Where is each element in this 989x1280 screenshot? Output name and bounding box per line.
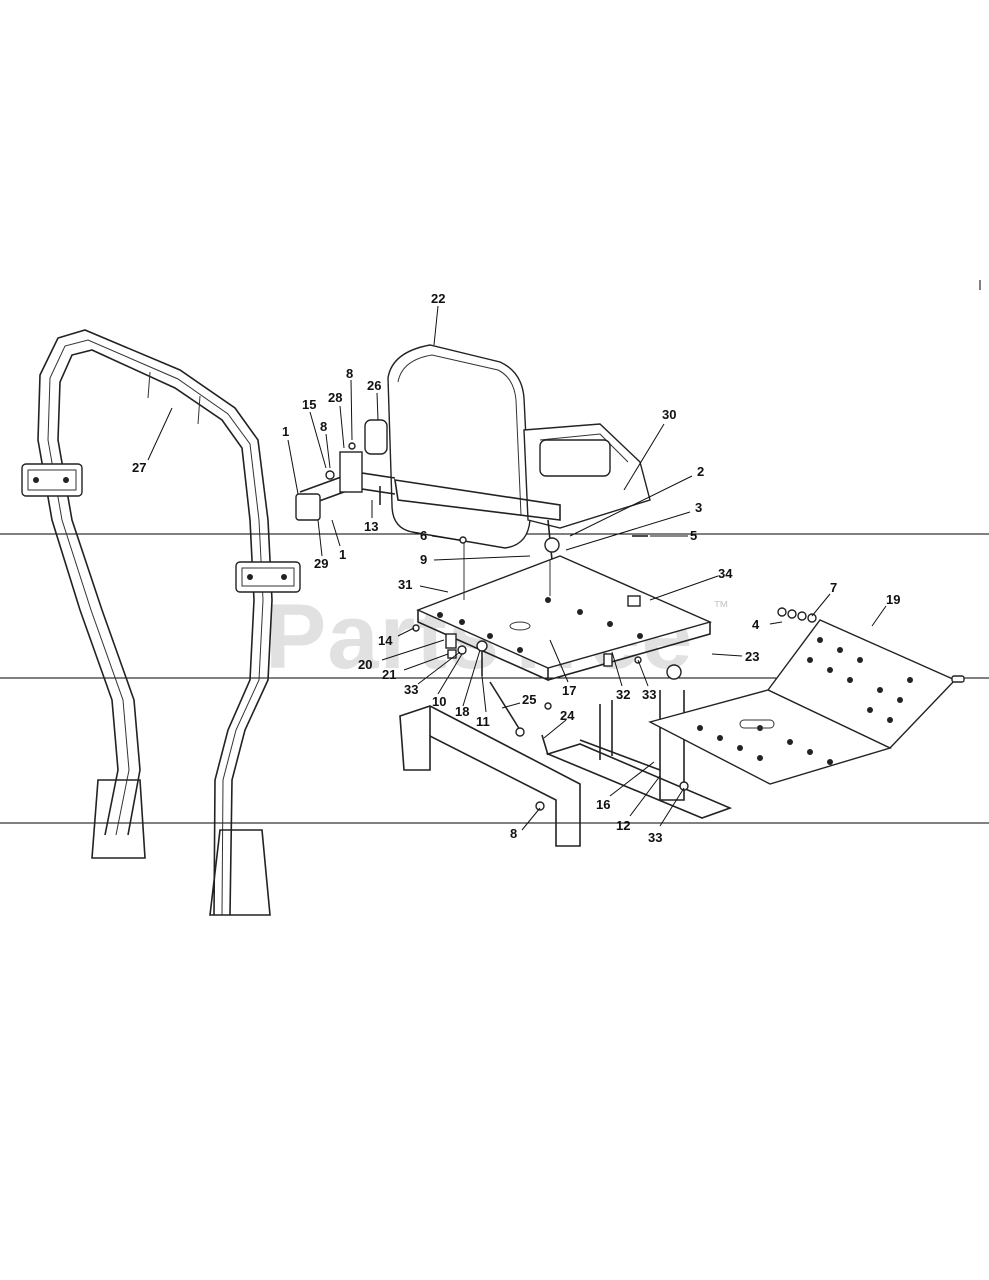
callout-16: 16 — [596, 797, 610, 812]
callout-labels: 22 8 28 26 15 8 1 30 27 2 3 13 29 1 6 5 … — [132, 291, 900, 845]
callout-34: 34 — [718, 566, 733, 581]
callout-10: 10 — [432, 694, 446, 709]
callout-8: 8 — [510, 826, 517, 841]
callout-13: 13 — [364, 519, 378, 534]
watermark-trademark: ™ — [713, 599, 729, 616]
callout-30: 30 — [662, 407, 676, 422]
callout-24: 24 — [560, 708, 575, 723]
callout-33: 33 — [642, 687, 656, 702]
callout-1: 1 — [282, 424, 289, 439]
callout-21: 21 — [382, 667, 396, 682]
callout-17: 17 — [562, 683, 576, 698]
callout-26: 26 — [367, 378, 381, 393]
callout-32: 32 — [616, 687, 630, 702]
callout-1: 1 — [339, 547, 346, 562]
callout-2: 2 — [697, 464, 704, 479]
callout-15: 15 — [302, 397, 316, 412]
callout-8: 8 — [320, 419, 327, 434]
seat-plate — [416, 540, 713, 682]
callout-14: 14 — [378, 633, 393, 648]
foot-plate — [648, 619, 965, 785]
callout-3: 3 — [695, 500, 702, 515]
callout-6: 6 — [420, 528, 427, 543]
callout-23: 23 — [745, 649, 759, 664]
seat-bracket — [295, 442, 396, 521]
callout-25: 25 — [522, 692, 536, 707]
roll-bar — [21, 329, 301, 916]
callout-19: 19 — [886, 592, 900, 607]
callout-27: 27 — [132, 460, 146, 475]
callout-11: 11 — [476, 714, 490, 729]
callout-20: 20 — [358, 657, 372, 672]
callout-8: 8 — [346, 366, 353, 381]
callout-33: 33 — [648, 830, 662, 845]
callout-31: 31 — [398, 577, 412, 592]
callout-12: 12 — [616, 818, 630, 833]
frame-rails — [399, 664, 733, 847]
callout-29: 29 — [314, 556, 328, 571]
callout-22: 22 — [431, 291, 445, 306]
seat — [364, 344, 651, 561]
callout-4: 4 — [752, 617, 760, 632]
callout-28: 28 — [328, 390, 342, 405]
callout-9: 9 — [420, 552, 427, 567]
leader-lines — [147, 305, 887, 831]
callout-18: 18 — [455, 704, 469, 719]
callout-33: 33 — [404, 682, 418, 697]
callout-7: 7 — [830, 580, 837, 595]
callout-5: 5 — [690, 528, 697, 543]
